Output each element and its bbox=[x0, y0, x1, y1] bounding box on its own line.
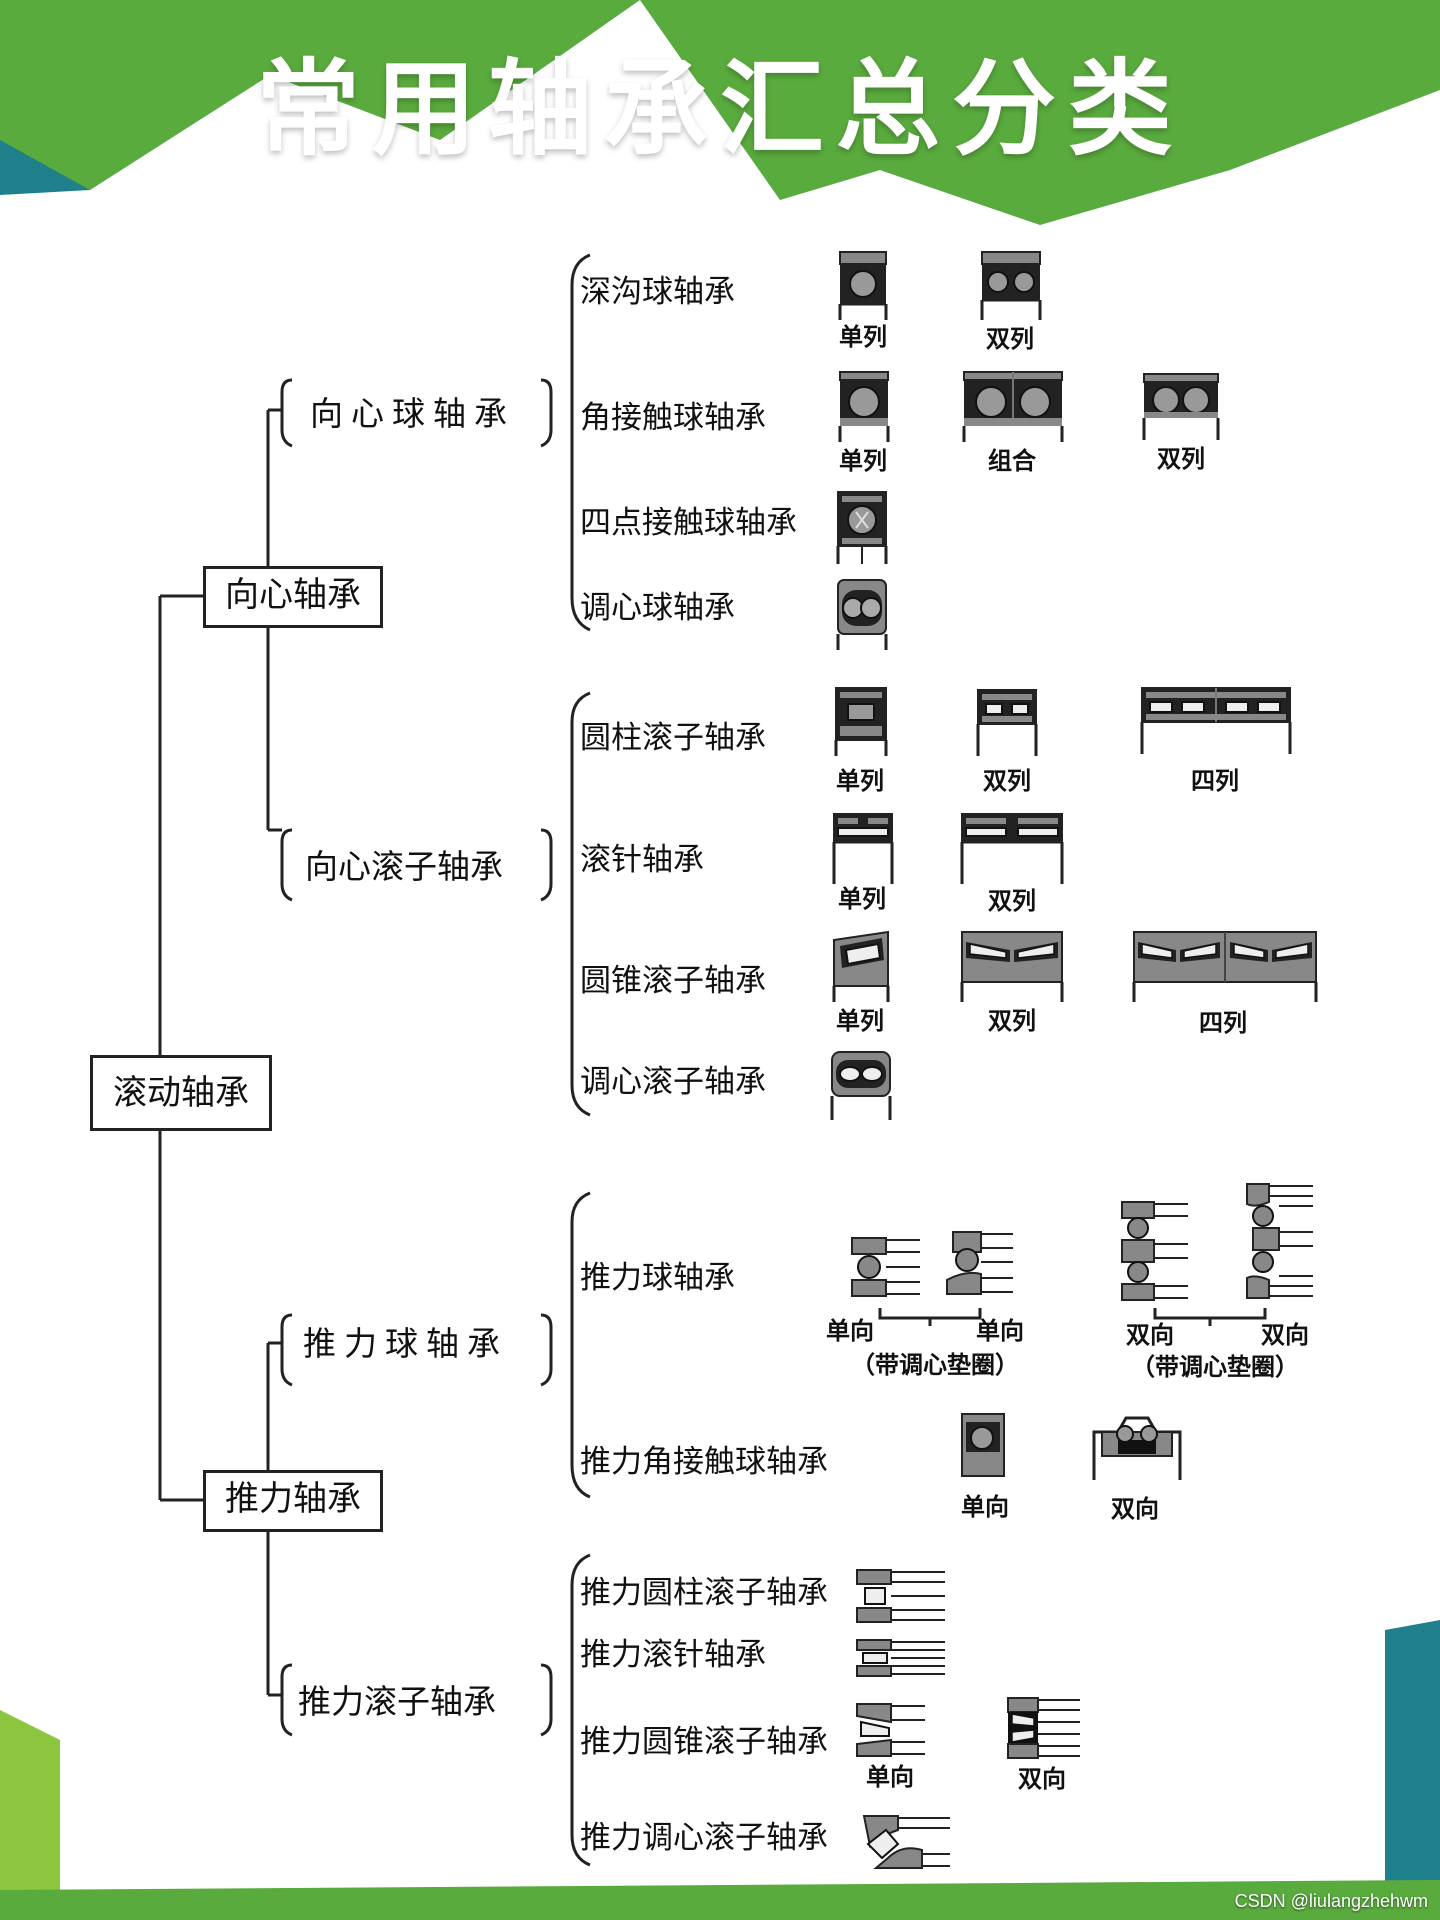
variant-label: 双列 bbox=[983, 767, 1031, 795]
cylindrical-roller-single-icon bbox=[834, 687, 888, 756]
variant-label: 单向 bbox=[866, 1763, 914, 1791]
thrust-ball-single-icon bbox=[851, 1237, 920, 1297]
tapered-roller-quad-icon bbox=[1132, 931, 1318, 1002]
angular-contact-single-icon bbox=[838, 371, 890, 442]
variant-label: 单列 bbox=[839, 323, 887, 351]
variant-label: 双向 bbox=[1126, 1321, 1174, 1349]
type-thrust-tapered-roller: 推力圆锥滚子轴承 bbox=[580, 1724, 828, 1760]
type-thrust-angular-contact-ball: 推力角接触球轴承 bbox=[580, 1444, 828, 1480]
thrust-ball-double-icon bbox=[1121, 1201, 1188, 1301]
cylindrical-roller-double-icon bbox=[976, 689, 1038, 756]
thrust-angular-double-icon bbox=[1092, 1416, 1182, 1480]
variant-label: 双列 bbox=[1157, 445, 1205, 473]
variant-label: 双列 bbox=[986, 325, 1034, 353]
type-self-aligning-ball: 调心球轴承 bbox=[580, 590, 735, 626]
group-radial-ball: 向心球轴承 bbox=[310, 394, 515, 433]
deep-groove-double-icon bbox=[980, 251, 1042, 320]
variant-label: （带调心垫圈） bbox=[1131, 1353, 1299, 1381]
variant-label: 单列 bbox=[839, 447, 887, 475]
thrust-spherical-roller-icon bbox=[862, 1815, 950, 1869]
tapered-roller-double-icon bbox=[960, 931, 1064, 1002]
thrust-ball-double-seat-icon bbox=[1246, 1183, 1313, 1299]
variant-label: （带调心垫圈） bbox=[851, 1351, 1019, 1379]
angular-contact-double-icon bbox=[1142, 373, 1220, 440]
tapered-roller-single-icon bbox=[832, 930, 890, 1002]
variant-label: 单向 bbox=[961, 1493, 1009, 1521]
type-thrust-needle-roller: 推力滚针轴承 bbox=[580, 1637, 766, 1673]
type-cylindrical-roller: 圆柱滚子轴承 bbox=[580, 720, 766, 756]
needle-roller-single-icon bbox=[832, 813, 894, 884]
thrust-cylindrical-roller-icon bbox=[856, 1569, 945, 1623]
type-deep-groove-ball: 深沟球轴承 bbox=[580, 274, 735, 310]
thrust-ball-single-seat-icon bbox=[946, 1231, 1013, 1295]
variant-label: 四列 bbox=[1191, 767, 1239, 795]
level1-radial-bearing: 向心轴承 bbox=[203, 566, 383, 628]
four-point-contact-icon bbox=[836, 491, 888, 564]
type-needle-roller: 滚针轴承 bbox=[580, 842, 704, 878]
spherical-roller-icon bbox=[830, 1051, 892, 1120]
self-aligning-ball-icon bbox=[836, 579, 888, 650]
type-four-point-contact-ball: 四点接触球轴承 bbox=[580, 505, 797, 541]
thrust-needle-roller-icon bbox=[856, 1639, 945, 1677]
variant-label: 组合 bbox=[988, 447, 1036, 475]
thrust-tapered-roller-single-icon bbox=[856, 1703, 925, 1757]
variant-label: 单列 bbox=[838, 885, 886, 913]
watermark: CSDN @liulangzhehwm bbox=[1234, 1891, 1428, 1911]
variant-label: 双向 bbox=[1111, 1495, 1159, 1523]
group-thrust-ball: 推力球轴承 bbox=[303, 1324, 508, 1363]
thrust-tapered-roller-double-icon bbox=[1007, 1697, 1080, 1759]
variant-label: 单列 bbox=[836, 767, 884, 795]
angular-contact-combined-icon bbox=[962, 371, 1064, 442]
type-thrust-cylindrical-roller: 推力圆柱滚子轴承 bbox=[580, 1575, 828, 1611]
variant-label: 单向 bbox=[826, 1317, 874, 1345]
group-thrust-roller: 推力滚子轴承 bbox=[298, 1682, 496, 1721]
deep-groove-single-icon bbox=[838, 251, 888, 320]
root-node: 滚动轴承 bbox=[90, 1055, 272, 1131]
needle-roller-double-icon bbox=[960, 813, 1064, 884]
type-spherical-roller: 调心滚子轴承 bbox=[580, 1064, 766, 1100]
variant-label: 单向 bbox=[976, 1317, 1024, 1345]
page-title: 常用轴承汇总分类 bbox=[255, 48, 1184, 170]
variant-label: 双向 bbox=[1018, 1765, 1066, 1793]
variant-label: 双向 bbox=[1261, 1321, 1309, 1349]
cylindrical-roller-quad-icon bbox=[1140, 687, 1292, 754]
type-thrust-spherical-roller: 推力调心滚子轴承 bbox=[580, 1820, 828, 1856]
level1-thrust-bearing: 推力轴承 bbox=[203, 1470, 383, 1532]
type-thrust-ball: 推力球轴承 bbox=[580, 1260, 735, 1296]
type-angular-contact-ball: 角接触球轴承 bbox=[580, 400, 766, 436]
variant-label: 单列 bbox=[836, 1007, 884, 1035]
variant-label: 双列 bbox=[988, 1007, 1036, 1035]
group-radial-roller: 向心滚子轴承 bbox=[305, 847, 503, 886]
thrust-angular-single-icon bbox=[961, 1413, 1005, 1477]
type-tapered-roller: 圆锥滚子轴承 bbox=[580, 963, 766, 999]
variant-label: 双列 bbox=[988, 887, 1036, 915]
variant-label: 四列 bbox=[1199, 1009, 1247, 1037]
